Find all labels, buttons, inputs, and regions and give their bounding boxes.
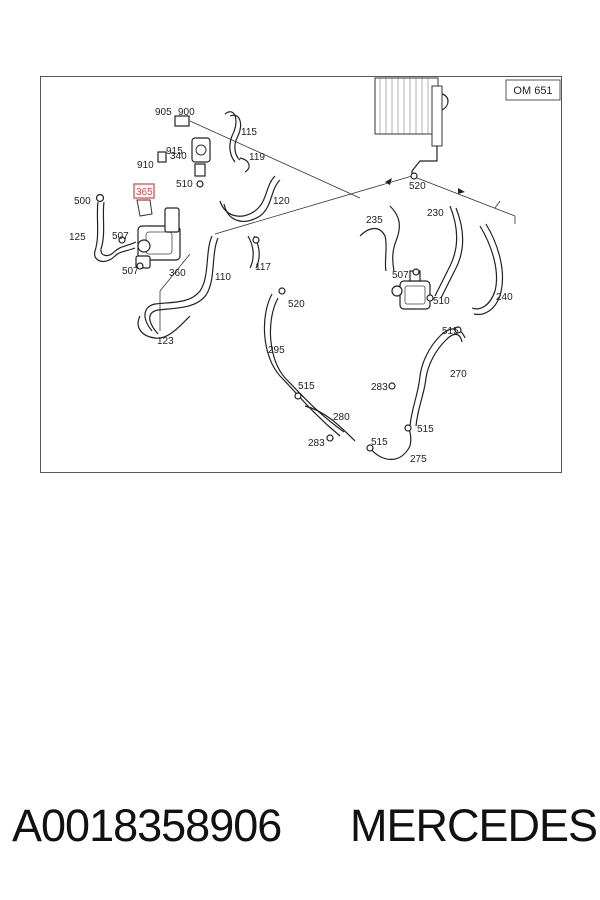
hose-117 [247, 235, 254, 269]
callout-280: 280 [333, 412, 350, 423]
part-number: A0018358906 [12, 800, 282, 851]
hose-240 [471, 225, 498, 310]
callout-515-mid: 515 [298, 381, 315, 392]
callout-500: 500 [74, 196, 91, 207]
diagram-border [40, 76, 562, 473]
hose-295 [263, 293, 341, 437]
part-365-highlight [133, 183, 155, 217]
hose-120-outline [223, 179, 281, 222]
hose-125-outline [100, 201, 137, 257]
hose-125 [93, 201, 136, 263]
hose-240-outline [473, 223, 504, 316]
callout-360: 360 [169, 268, 186, 279]
callout-507-top: 507 [112, 231, 129, 242]
brand-name: MERCEDES [350, 800, 598, 851]
hose-270-outline [415, 333, 463, 427]
callout-340-visible: 340 [170, 151, 187, 162]
callout-115: 115 [241, 127, 257, 138]
callout-123: 123 [157, 336, 174, 347]
hose-270 [409, 328, 466, 427]
callout-283-left: 283 [308, 438, 325, 449]
changeover-valve [157, 115, 211, 177]
hose-110 [144, 235, 213, 332]
hose-230-outline [440, 207, 464, 299]
hose-235 [359, 227, 387, 272]
callout-125: 125 [69, 232, 86, 243]
engine-badge-label: OM 651 [513, 85, 552, 97]
callout-235: 235 [366, 215, 383, 226]
callout-labels: 905 900 115 915 340 340 119 910 510 120 … [69, 107, 513, 465]
hose-123 [137, 315, 191, 339]
callout-295: 295 [268, 345, 285, 356]
water-pump-assembly [135, 207, 181, 269]
hose-110-outline [149, 237, 219, 335]
callout-510-left: 510 [176, 179, 193, 190]
callout-900: 900 [178, 107, 195, 118]
callout-515-bottom: 515 [371, 437, 388, 448]
callout-365: 365 [136, 187, 153, 198]
callout-283-right: 283 [371, 382, 388, 393]
hose-235-b [389, 205, 400, 272]
callout-515-lower-right: 515 [417, 424, 434, 435]
callout-117: 117 [255, 262, 271, 273]
callout-520-mid: 520 [288, 299, 305, 310]
callout-275: 275 [410, 454, 427, 465]
hose-230 [434, 205, 458, 297]
callout-119: 119 [249, 152, 265, 163]
engine-badge: OM 651 [505, 79, 561, 101]
callout-120: 120 [273, 196, 290, 207]
callout-510-right: 510 [433, 296, 450, 307]
callout-507-right: 507 [392, 270, 409, 281]
hose-280 [304, 405, 356, 442]
callout-230: 230 [427, 208, 444, 219]
callout-507-bottom: 507 [122, 266, 139, 277]
callout-910: 910 [137, 160, 154, 171]
product-caption: A0018358906 MERCEDES [0, 800, 600, 870]
callout-110: 110 [215, 272, 231, 283]
hose-119 [239, 157, 250, 173]
hose-295-outline [269, 297, 345, 433]
hose-115-outline [229, 114, 242, 161]
radiator [374, 77, 449, 174]
callout-240: 240 [496, 292, 513, 303]
clamps [95, 172, 462, 452]
callout-270: 270 [450, 369, 467, 380]
parts-diagram-drawing: OM 651 [40, 76, 562, 473]
parts-diagram: OM 651 [40, 76, 562, 473]
callout-515-right: 515 [442, 326, 459, 337]
hose-115 [224, 111, 237, 163]
leader-lines [159, 120, 516, 331]
callout-520-top: 520 [409, 181, 426, 192]
aux-pump-assembly [391, 270, 431, 310]
callout-915: 915 [166, 146, 183, 157]
callout-905: 905 [155, 107, 172, 118]
